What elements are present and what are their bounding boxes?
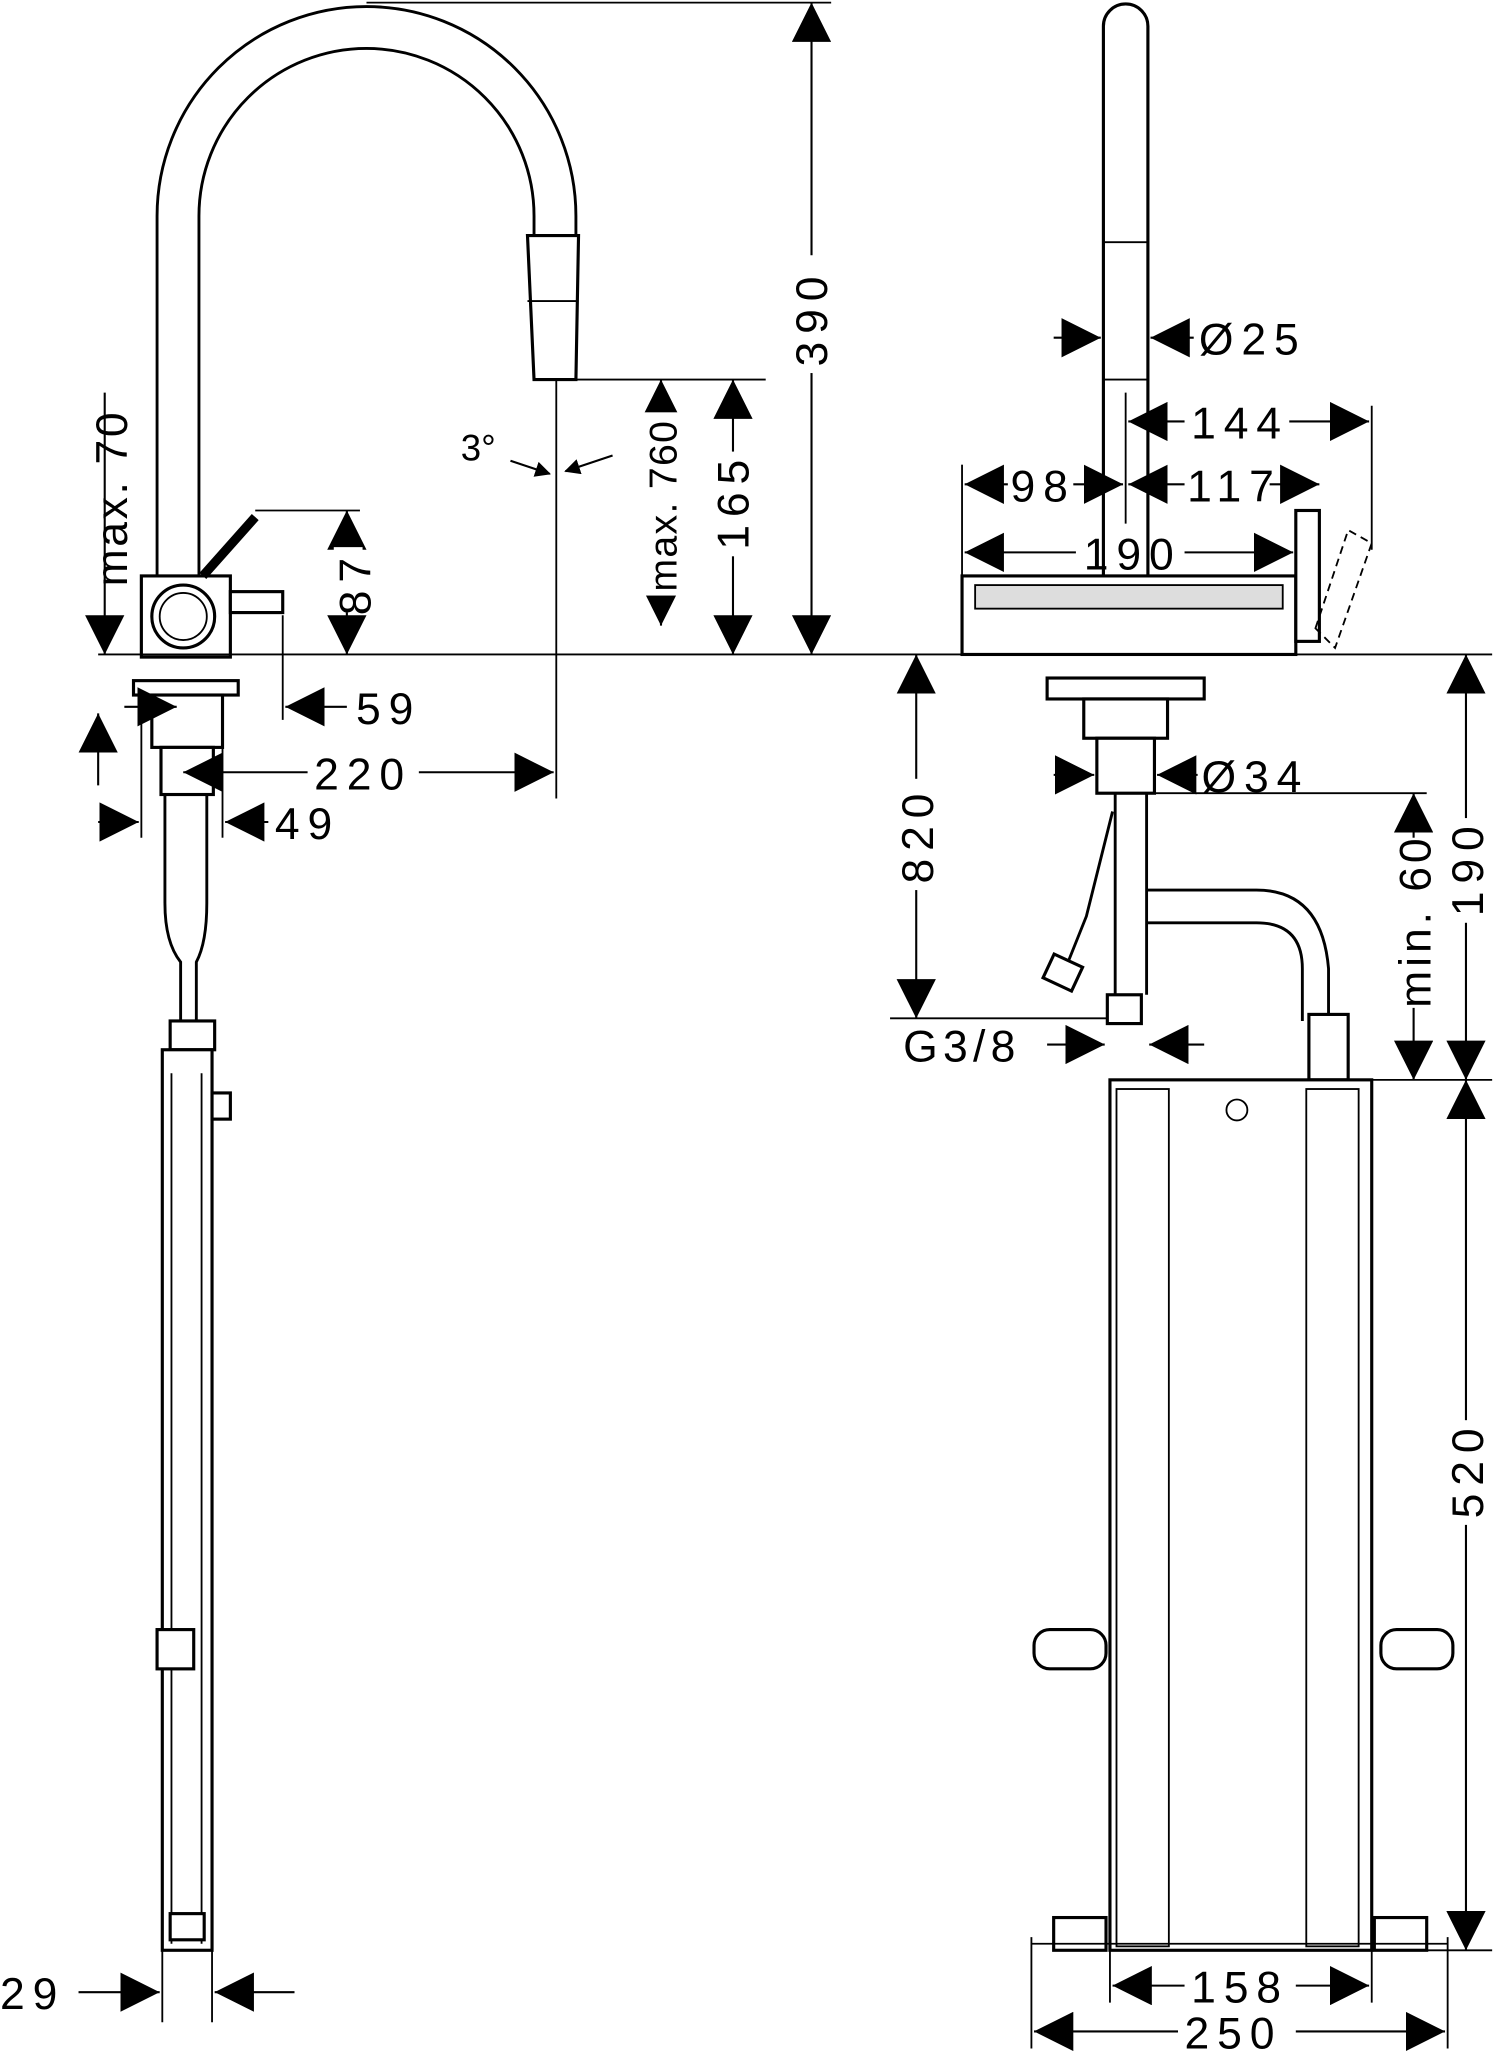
dim-190-width: 190	[1084, 530, 1182, 579]
dim-98: 98	[1010, 462, 1075, 511]
dim-520: 520	[1444, 1421, 1493, 1519]
front-view-dimensions: Ø25 144 98 117 190 820 Ø34 min. 60 190	[890, 316, 1493, 2055]
dim-87: 87	[331, 550, 380, 615]
dim-g3-8: G3/8	[903, 1023, 1020, 1072]
front-view-faucet	[960, 2, 1455, 1952]
dim-59: 59	[356, 685, 421, 734]
dim-49: 49	[275, 800, 340, 849]
dim-820: 820	[894, 786, 943, 884]
dim-max-760: max. 760	[642, 420, 686, 592]
dim-158: 158	[1191, 1964, 1289, 2013]
dim-diameter-25: Ø25	[1199, 316, 1307, 365]
dim-190-height: 190	[1444, 818, 1493, 916]
dim-250: 250	[1185, 2009, 1283, 2055]
dim-diameter-34: Ø34	[1202, 753, 1310, 802]
dim-117: 117	[1187, 462, 1282, 511]
side-view-dimensions: 390 max. 760 165 3° max. 70 87 59 220 49	[0, 1, 1493, 2023]
dim-390: 390	[788, 269, 837, 367]
dim-144: 144	[1191, 399, 1289, 448]
dim-min-60: min. 60	[1392, 834, 1441, 1007]
dim-max-70: max. 70	[88, 410, 137, 587]
dim-29: 29	[0, 1970, 65, 2019]
dim-3-degree: 3°	[461, 428, 496, 469]
dim-220: 220	[314, 750, 412, 799]
dim-165: 165	[710, 452, 759, 550]
side-view-faucet	[131, 5, 581, 1952]
